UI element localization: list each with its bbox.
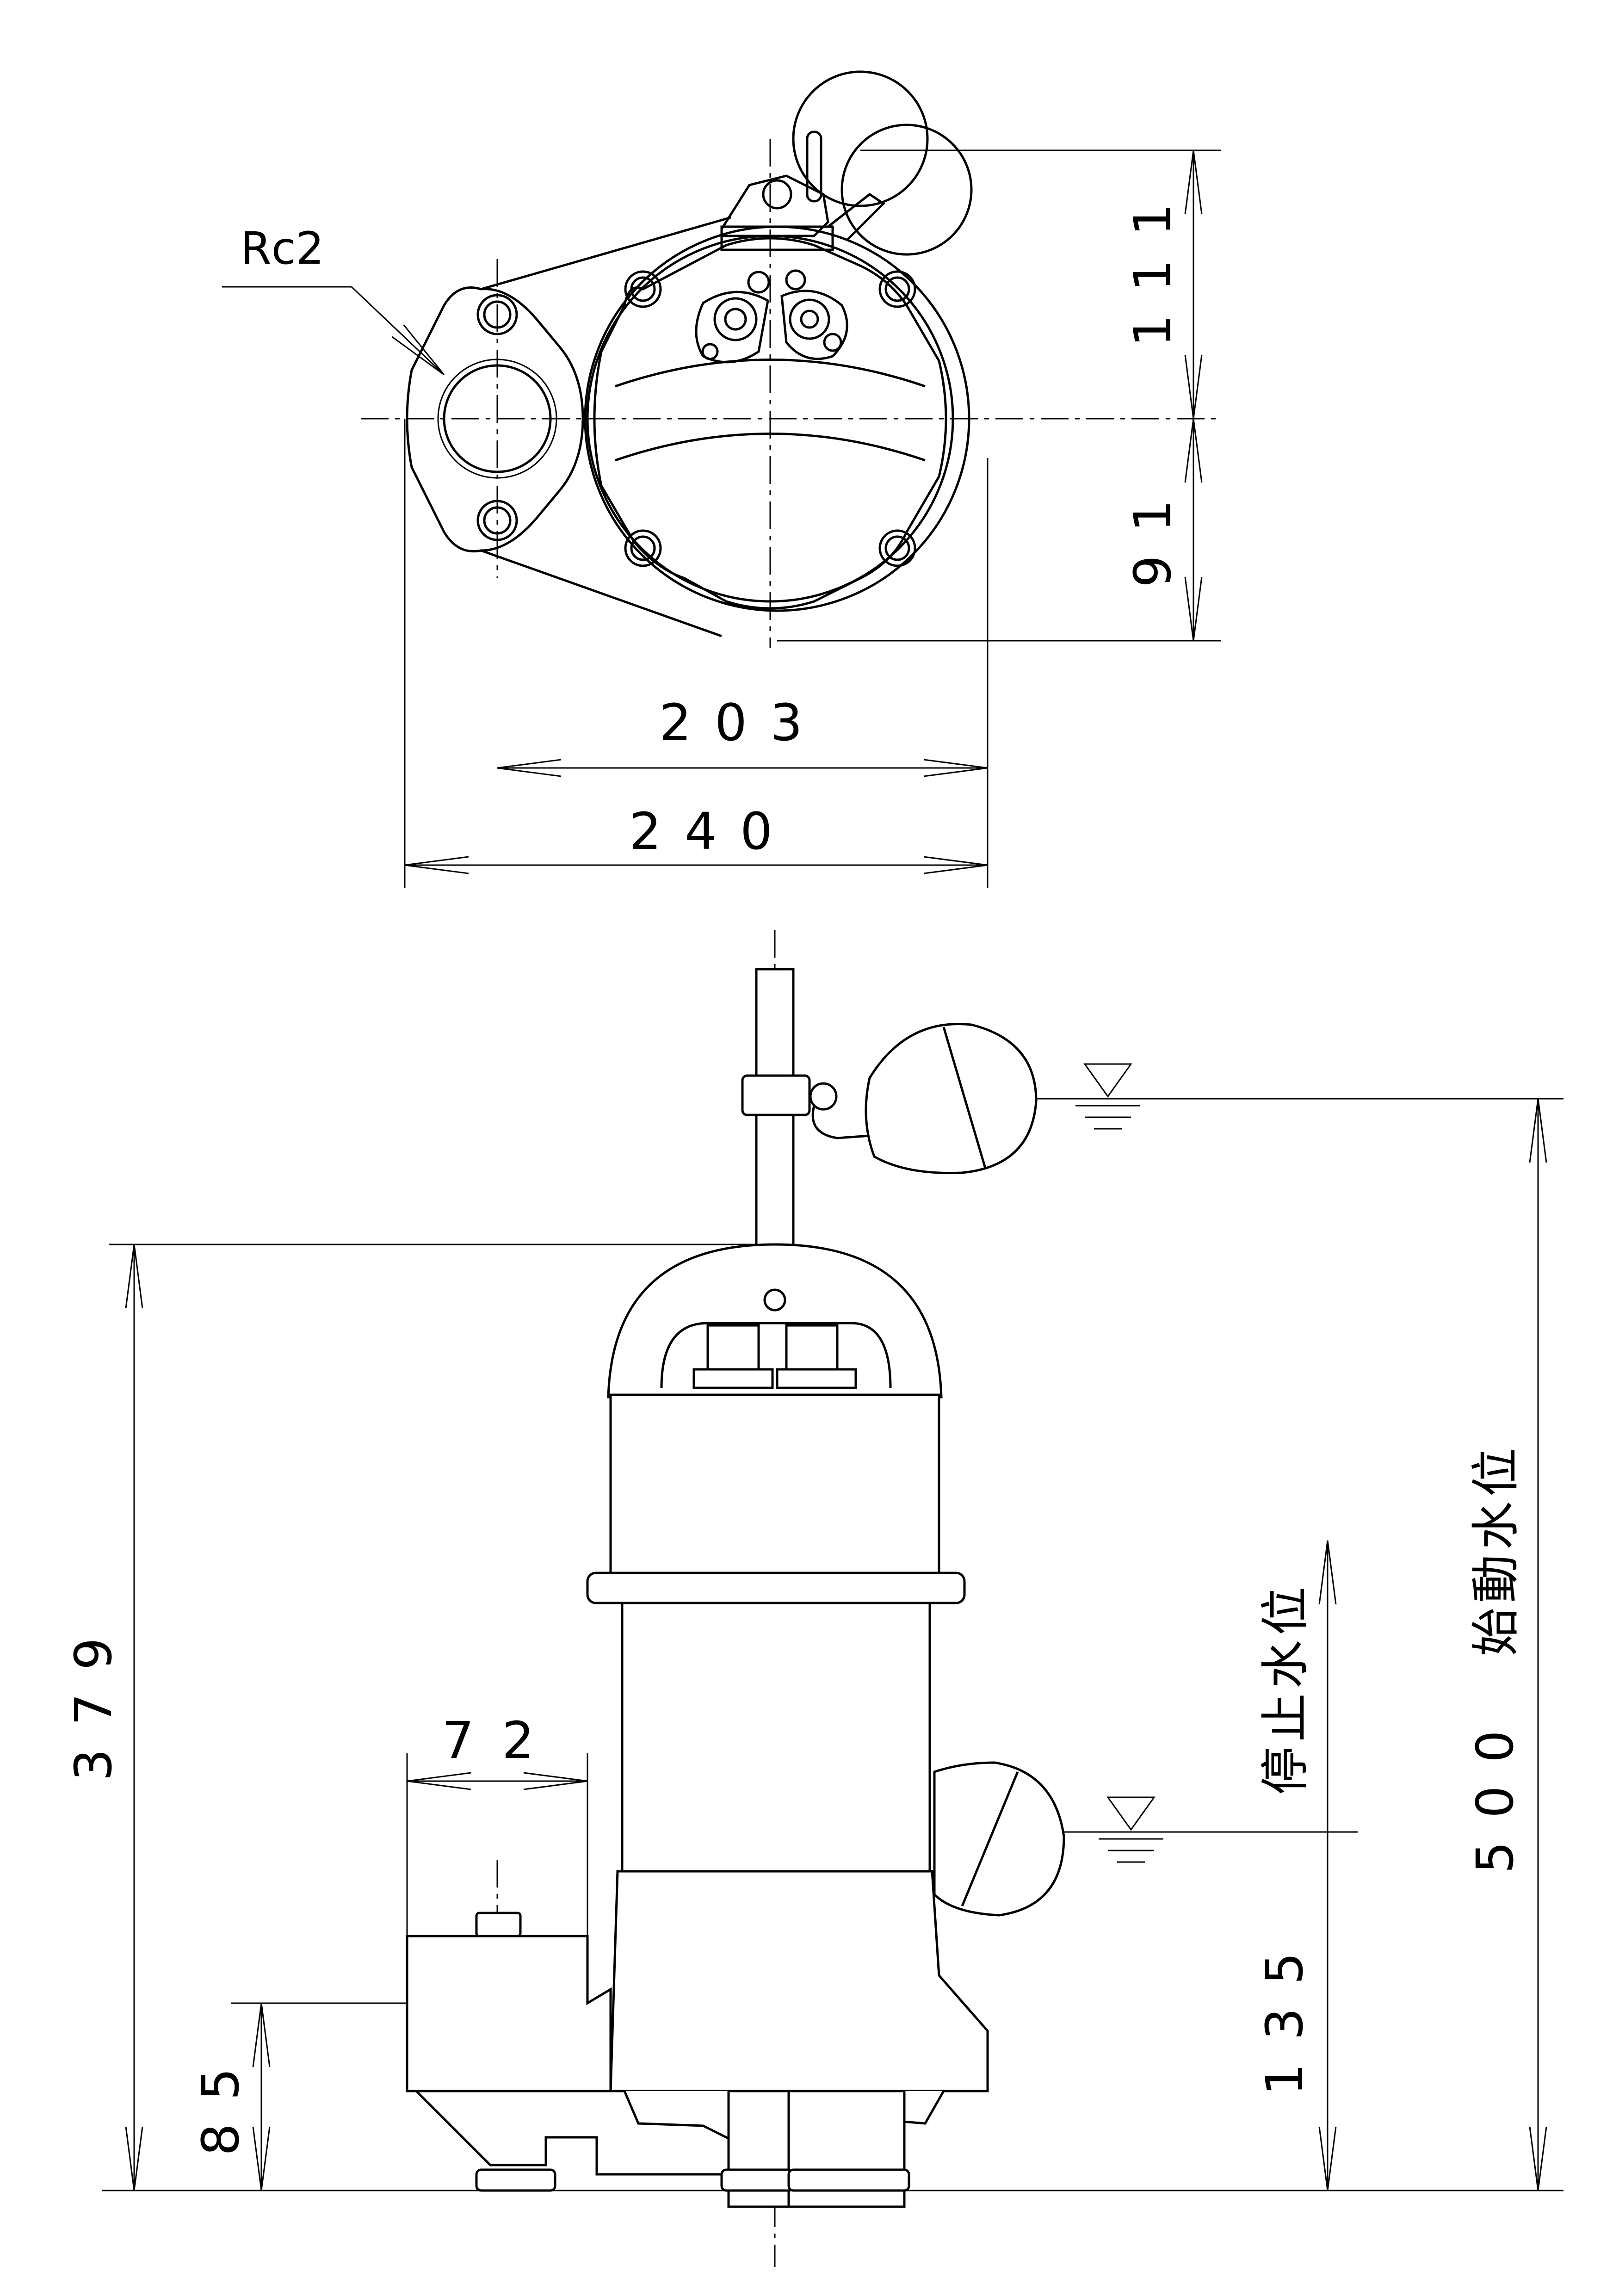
dim-72-text: 72 xyxy=(442,1711,562,1770)
dim-91: 91 xyxy=(777,419,1221,642)
dim-203: 203 xyxy=(497,458,989,888)
dim-91-text: 91 xyxy=(1123,477,1182,588)
dim-203-text: 203 xyxy=(659,693,826,752)
water-level-symbol-stop xyxy=(1064,1796,1358,1863)
outlet-flange-top xyxy=(406,286,584,553)
dim-379: 379 xyxy=(64,1244,775,2191)
dim-240-text: 240 xyxy=(629,802,796,861)
dim-500: 500 始動水位 xyxy=(1465,1099,1538,2191)
side-view: 379 85 72 135 停止水位 500 始動水位 xyxy=(64,930,1563,2267)
dim-111: 111 xyxy=(860,149,1221,419)
rc2-callout: Rc2 xyxy=(222,223,444,375)
lower-float xyxy=(933,1761,1065,1917)
pump-casing-top xyxy=(481,216,970,637)
start-water-level-label: 始動水位 xyxy=(1468,1443,1524,1656)
float-rod xyxy=(741,968,870,1248)
dim-240: 240 xyxy=(404,419,988,888)
dim-500-text: 500 xyxy=(1465,1707,1525,1874)
dim-135-text: 135 xyxy=(1255,1929,1314,2096)
upper-float xyxy=(865,1022,1038,1175)
dim-85: 85 xyxy=(191,2002,407,2191)
dim-111-text: 111 xyxy=(1123,180,1182,347)
rc2-label: Rc2 xyxy=(241,223,324,274)
stop-water-level-label: 停止水位 xyxy=(1257,1582,1314,1795)
top-view: Rc2 111 91 203 240 xyxy=(222,70,1221,888)
motor-head xyxy=(607,1243,943,1399)
water-level-symbol-start xyxy=(1036,1063,1563,1130)
motor-frame xyxy=(586,1393,989,2092)
dim-379-text: 379 xyxy=(64,1615,123,1781)
float-switch-top xyxy=(720,70,973,256)
outlet-base xyxy=(406,1912,945,2208)
dim-72: 72 xyxy=(406,1711,588,2003)
cable-glands-top xyxy=(695,269,848,364)
casing-bolt-holes xyxy=(624,270,916,567)
dim-135: 135 停止水位 xyxy=(1255,1541,1328,2191)
dim-85-text: 85 xyxy=(191,2045,250,2156)
